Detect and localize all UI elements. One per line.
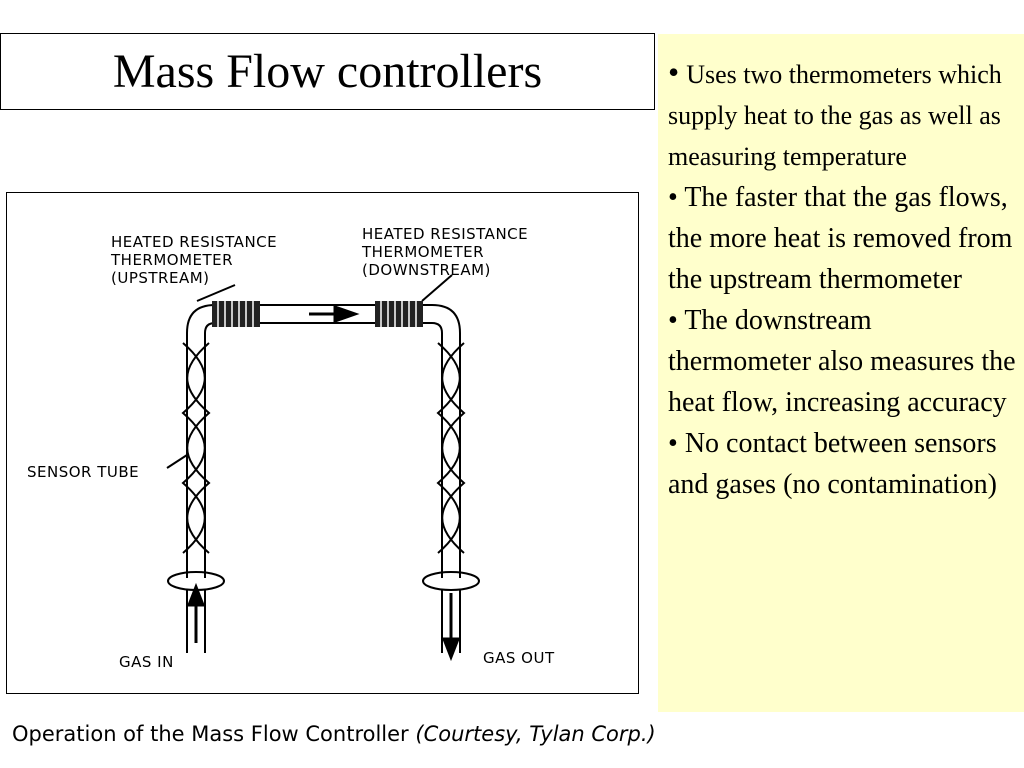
bullet-item: • The faster that the gas flows, the mor… [668, 177, 1016, 300]
right-wire-b [441, 342, 466, 554]
downstream-heater-coil [375, 301, 423, 327]
bullet-glyph: • [668, 305, 678, 336]
downstream-leader [421, 274, 453, 302]
flow-arrow-head [333, 304, 360, 324]
left-wire-a [181, 342, 206, 554]
gas-in-arrow-head [186, 582, 206, 607]
bullet-text: No contact between sensors and gases (no… [668, 428, 997, 500]
downstream-label: HEATED RESISTANCE THERMOMETER (DOWNSTREA… [362, 225, 529, 279]
bullet-item: • Uses two thermometers which supply hea… [668, 52, 1016, 177]
right-bend-outer [431, 304, 461, 334]
right-bend-inner [431, 322, 443, 334]
gas-out-label: GAS OUT [483, 649, 555, 667]
bullet-item: • The downstream thermometer also measur… [668, 300, 1016, 423]
bullet-glyph: • [668, 182, 678, 213]
upstream-label: HEATED RESISTANCE THERMOMETER (UPSTREAM) [111, 233, 278, 287]
title-box: Mass Flow controllers [0, 33, 655, 110]
figure-caption: Operation of the Mass Flow Controller (C… [12, 722, 656, 762]
flow-diagram: HEATED RESISTANCE THERMOMETER (UPSTREAM)… [6, 192, 639, 694]
bullet-glyph: • [668, 54, 680, 90]
left-bend-outer [186, 304, 216, 334]
upstream-heater-coil [212, 301, 260, 327]
right-wire-a [436, 342, 461, 554]
bullet-item: • No contact between sensors and gases (… [668, 423, 1016, 505]
slide-title: Mass Flow controllers [112, 45, 543, 98]
upstream-leader [196, 284, 236, 302]
sensor-tube-leader [166, 454, 188, 469]
right-flange [422, 571, 480, 591]
heater-coils [212, 301, 423, 327]
notes-panel: • Uses two thermometers which supply hea… [658, 34, 1024, 712]
sensor-tube-drawing [166, 274, 480, 662]
bullet-text: Uses two thermometers which supply heat … [668, 60, 1002, 171]
gas-out-arrow-head [441, 637, 461, 662]
caption-credit: (Courtesy, Tylan Corp.) [415, 722, 656, 746]
bullet-text: The downstream thermometer also measures… [668, 305, 1016, 418]
bullet-text: The faster that the gas flows, the more … [668, 182, 1013, 295]
bullet-glyph: • [668, 428, 678, 459]
gas-in-label: GAS IN [119, 653, 174, 671]
caption-main: Operation of the Mass Flow Controller [12, 722, 409, 746]
sensor-tube-label: SENSOR TUBE [27, 463, 140, 481]
left-wire-b [186, 342, 211, 554]
